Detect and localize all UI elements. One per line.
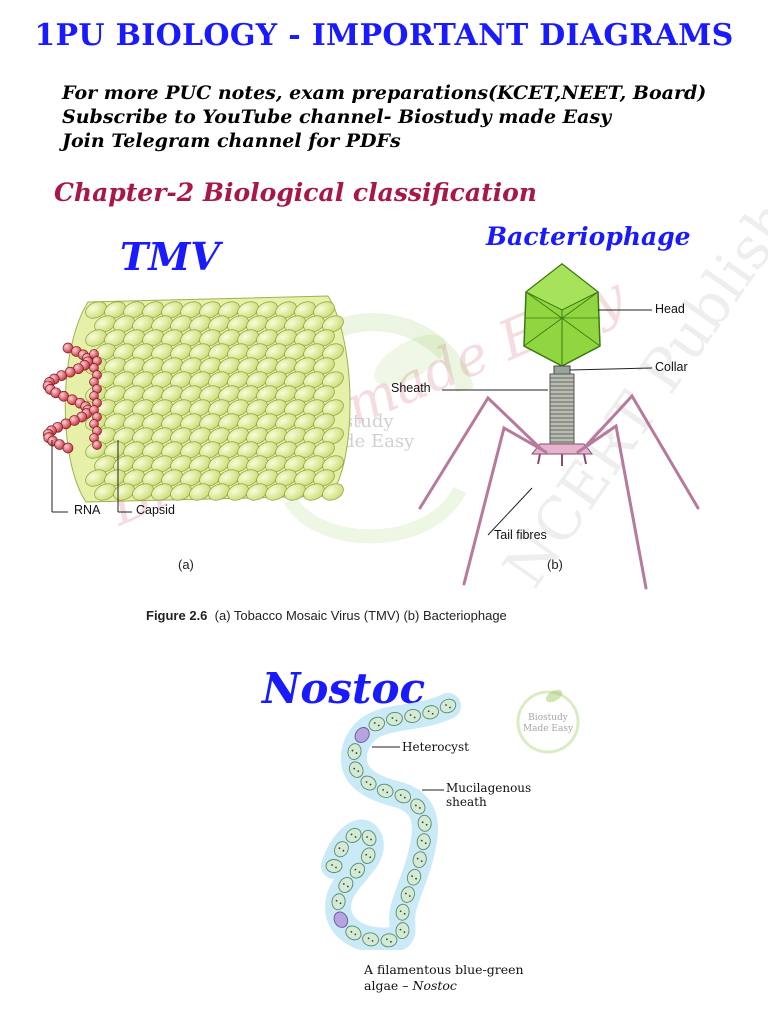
phage-head [523, 263, 601, 367]
figure-caption-text: (a) Tobacco Mosaic Virus (TMV) (b) Bacte… [214, 608, 507, 623]
subtitle-line-1: For more PUC notes, exam preparations(KC… [62, 82, 707, 104]
nostoc-caption-line-1: A filamentous blue-green [364, 962, 524, 977]
subtitle-line-3: Join Telegram channel for PDFs [62, 130, 401, 152]
figure-number: Figure 2.6 [146, 608, 208, 623]
bacteriophage-diagram [418, 263, 700, 590]
nostoc-diagram [321, 693, 461, 950]
nostoc-caption-italic: Nostoc [412, 978, 457, 993]
subtitle-line-2: Subscribe to YouTube channel- Biostudy m… [62, 106, 612, 128]
phage-collar [553, 365, 571, 375]
label-sheath: Sheath [391, 381, 431, 395]
nostoc-caption-line-2: algae – Nostoc [364, 978, 524, 994]
small-logo-line-1: Biostudy [528, 713, 569, 723]
label-sheath-nostoc: sheath [446, 795, 487, 809]
nostoc-caption-prefix: algae – [364, 978, 413, 993]
nostoc-title: Nostoc [262, 664, 426, 713]
small-logo-line-2: Made Easy [523, 724, 574, 734]
label-rna: RNA [74, 503, 101, 517]
label-heterocyst: Heterocyst [402, 740, 469, 754]
label-mucilagenous: Mucilagenous [446, 781, 532, 795]
label-capsid: Capsid [136, 503, 175, 517]
page-title: 1PU BIOLOGY - IMPORTANT DIAGRAMS [34, 18, 734, 53]
nostoc-caption: A filamentous blue-green algae – Nostoc [364, 962, 524, 994]
figure-caption: Figure 2.6 (a) Tobacco Mosaic Virus (TMV… [146, 608, 507, 623]
panel-label-a: (a) [178, 557, 194, 572]
chapter-heading: Chapter-2 Biological classification [54, 178, 537, 207]
bacteriophage-title: Bacteriophage [486, 222, 691, 251]
label-tail-fibres: Tail fibres [494, 528, 547, 542]
panel-label-b: (b) [547, 557, 563, 572]
nostoc-cells [325, 698, 457, 948]
tail-fibres [418, 393, 700, 590]
rna-helix [42, 342, 102, 454]
tmv-title: TMV [120, 234, 220, 279]
tmv-diagram [42, 295, 351, 513]
phage-sheath [549, 373, 575, 445]
label-head: Head [655, 302, 685, 316]
label-collar: Collar [655, 360, 688, 374]
small-logo-watermark: Biostudy Made Easy [516, 689, 580, 754]
